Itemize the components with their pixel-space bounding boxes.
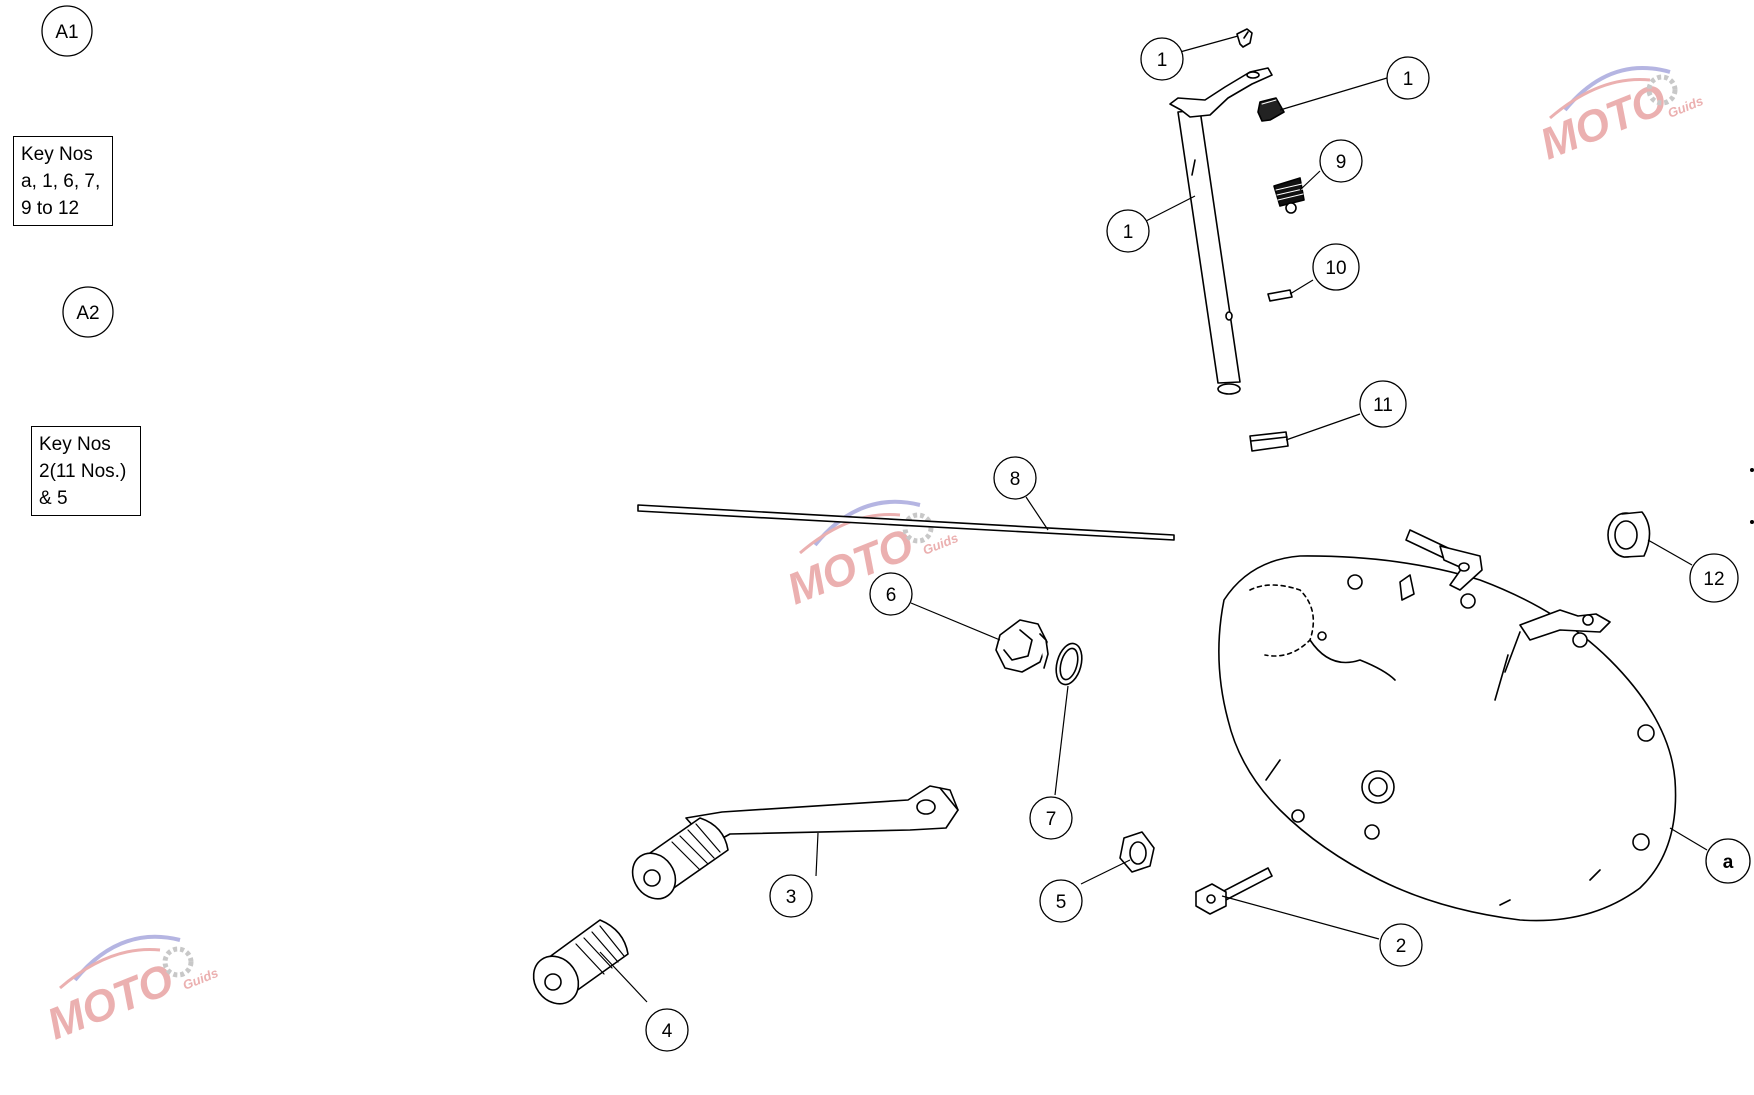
key-box-a2: Key Nos 2(11 Nos.) & 5 <box>31 426 141 516</box>
callout-12: 12 <box>1689 553 1739 603</box>
callout-a2: A2 <box>62 286 114 338</box>
callout-label: 6 <box>886 585 897 606</box>
key-box-line: 2(11 Nos.) <box>39 461 127 482</box>
part-washer <box>1119 831 1155 873</box>
callout-label: 7 <box>1046 809 1057 830</box>
watermark-logo-bottom-left: MOTO Guids <box>40 934 220 1050</box>
key-box-line: & 5 <box>39 488 68 509</box>
key-box-line: Key Nos <box>21 144 93 165</box>
callout-label: 10 <box>1325 258 1346 279</box>
callout-10: 10 <box>1312 243 1360 291</box>
callout-a: a <box>1705 838 1751 884</box>
callout-label: A2 <box>76 303 99 324</box>
callout-label: 5 <box>1056 892 1067 913</box>
callout-label: 1 <box>1157 50 1168 71</box>
callout-4: 4 <box>645 1008 689 1052</box>
part-spring <box>1273 177 1305 214</box>
callout-label: 12 <box>1703 569 1724 590</box>
key-box-line: a, 1, 6, 7, <box>21 171 101 192</box>
callout-label: 2 <box>1396 936 1407 957</box>
callout-label: 1 <box>1403 69 1414 90</box>
callout-2: 2 <box>1379 923 1423 967</box>
callout-label: 11 <box>1373 395 1393 416</box>
part-pawl <box>1257 97 1285 122</box>
part-selector-shaft <box>1169 67 1273 395</box>
part-bush <box>1607 511 1651 558</box>
watermark-logo-top-right: MOTO Guids <box>1533 66 1705 170</box>
watermark-brand: MOTO <box>1533 75 1673 170</box>
callout-8: 8 <box>993 456 1037 500</box>
part-pin <box>1267 289 1293 302</box>
part-gear-lever <box>685 785 959 846</box>
edge-marks <box>1750 468 1754 524</box>
callout-6: 6 <box>869 572 913 616</box>
callout-9: 9 <box>1319 139 1363 183</box>
callout-1-screw: 1 <box>1140 37 1184 81</box>
callout-label: A1 <box>55 22 78 43</box>
callout-1-shaft: 1 <box>1106 209 1150 253</box>
part-bolt <box>1195 867 1273 915</box>
part-plug <box>995 619 1049 673</box>
callout-7: 7 <box>1029 796 1073 840</box>
callout-11: 11 <box>1359 380 1407 428</box>
part-clutch-cover <box>1218 529 1677 922</box>
callout-label: 8 <box>1010 469 1021 490</box>
part-rod <box>637 504 1175 541</box>
part-screw-small <box>1236 28 1253 48</box>
part-foot-rubber <box>532 919 629 1005</box>
callout-a1: A1 <box>41 5 93 57</box>
part-segment <box>1249 431 1289 452</box>
callout-1-pawl: 1 <box>1386 56 1430 100</box>
watermark-brand: MOTO <box>40 955 180 1050</box>
key-box-line: Key Nos <box>39 434 111 455</box>
part-o-ring <box>1055 642 1083 686</box>
callout-label: 1 <box>1123 222 1134 243</box>
callout-5: 5 <box>1039 879 1083 923</box>
callout-label: 3 <box>786 887 797 908</box>
leader-lines <box>599 35 1708 1003</box>
key-box-line: 9 to 12 <box>21 198 80 219</box>
part-lever-rubber <box>631 817 729 900</box>
key-box-a1: Key Nos a, 1, 6, 7, 9 to 12 <box>13 136 113 226</box>
callout-3: 3 <box>769 874 813 918</box>
callout-label: 4 <box>662 1021 673 1042</box>
callout-label: a <box>1723 852 1734 873</box>
callout-label: 9 <box>1336 152 1347 173</box>
